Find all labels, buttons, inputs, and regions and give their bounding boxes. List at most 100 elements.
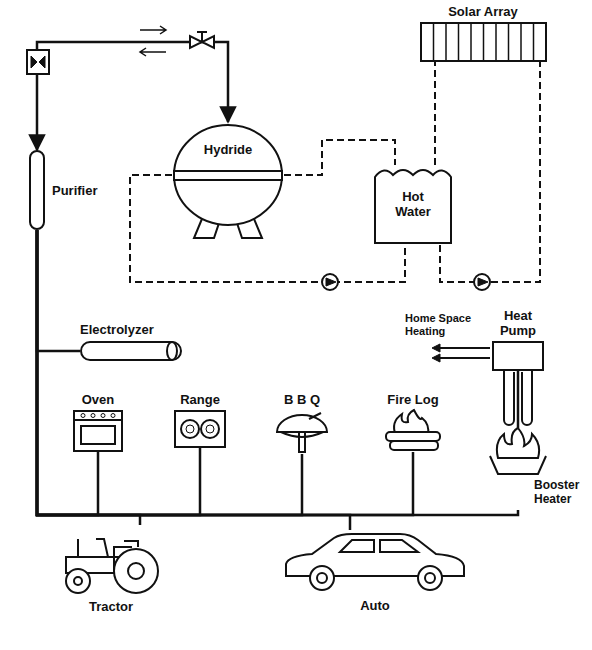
bbq-post xyxy=(299,432,305,452)
solar-cell-divider xyxy=(507,23,509,61)
heating-duct-line xyxy=(440,348,490,358)
oven-window xyxy=(81,426,115,444)
oven-body xyxy=(74,411,122,451)
check-valve-box xyxy=(27,50,49,74)
bbq-bowl xyxy=(281,432,323,437)
hydrogen-line xyxy=(37,230,80,351)
wheel-hub xyxy=(317,573,327,583)
node-label: Solar Array xyxy=(448,4,518,19)
range-burner xyxy=(201,420,219,438)
auto-vehicle-icon xyxy=(282,530,468,594)
solar-array: Solar Array xyxy=(418,4,548,62)
range-appliance-icon xyxy=(174,410,226,448)
node-label: Auto xyxy=(360,598,390,613)
node-label: Hydride xyxy=(178,142,278,157)
hydrogen-line xyxy=(37,230,302,515)
node-label: Heat Pump xyxy=(488,308,548,338)
cylinder-end xyxy=(167,342,177,360)
car-window xyxy=(340,540,418,552)
car-wheel xyxy=(310,566,334,590)
pump-arrow xyxy=(326,278,336,286)
solar-array-icon xyxy=(420,22,547,62)
range-body xyxy=(175,411,225,447)
range-appliance: Range xyxy=(172,392,228,448)
oven-knob xyxy=(81,414,85,418)
water-loop-line xyxy=(284,140,395,175)
tractor-rear-wheel xyxy=(114,549,158,593)
solar-cell-divider xyxy=(482,23,484,61)
hydride-tank-outline xyxy=(172,122,284,240)
oven-panel-line xyxy=(74,419,122,421)
solar-cell-divider xyxy=(457,23,459,61)
heat-pump-icon xyxy=(492,341,544,371)
hydrogen-line xyxy=(37,230,98,515)
solar-cell-divider xyxy=(432,23,434,61)
node-label: Hot Water xyxy=(385,189,441,219)
pump-symbol xyxy=(322,274,338,290)
tank-band xyxy=(174,171,282,180)
tank-shell xyxy=(174,125,282,225)
tractor-steering xyxy=(96,539,108,557)
purifier-cylinder xyxy=(30,151,44,229)
purifier-icon xyxy=(28,150,46,230)
burner-flame xyxy=(497,428,539,458)
fire-log-wood xyxy=(390,441,438,450)
heat-pump: Heat Pump xyxy=(488,308,548,371)
electrolyzer-icon xyxy=(80,340,184,362)
hydrogen-line xyxy=(37,230,350,530)
flow-arrow xyxy=(140,48,166,56)
solar-cell-divider xyxy=(520,23,522,61)
booster-heater: Booster Heater xyxy=(482,428,588,510)
water-loop-line xyxy=(434,62,436,165)
heating-arrow xyxy=(432,344,440,362)
node-label: Booster Heater xyxy=(534,478,588,506)
wheel-hub xyxy=(425,573,435,583)
node-label: Range xyxy=(180,392,220,407)
booster-heater-icon xyxy=(482,428,586,478)
node-label: B B Q xyxy=(284,392,320,407)
solar-cell-divider xyxy=(445,23,447,61)
electrolyzer-cylinder xyxy=(81,342,181,360)
bbq-appliance: B B Q xyxy=(272,392,332,454)
oven-knob xyxy=(91,414,95,418)
solar-cell-divider xyxy=(470,23,472,61)
solar-panel-frame xyxy=(421,23,546,61)
hydrogen-line xyxy=(37,230,518,515)
fire-log-icon xyxy=(382,410,444,452)
oven-appliance-icon xyxy=(73,410,123,452)
node-label: Tractor xyxy=(89,599,133,614)
solar-cell-divider xyxy=(532,23,534,61)
check-valve-symbol xyxy=(31,56,45,68)
auto-vehicle: Auto xyxy=(280,530,470,613)
wheel-hub xyxy=(74,577,82,585)
tractor-seat xyxy=(124,541,138,547)
range-burner-inner xyxy=(186,425,194,433)
wheel-hub xyxy=(128,563,144,579)
node-label: Purifier xyxy=(52,183,98,198)
range-burner xyxy=(181,420,199,438)
oven-knob xyxy=(111,414,115,418)
hot-water-tank: Hot Water xyxy=(373,165,453,245)
hydrogen-line xyxy=(37,230,200,515)
annotation-label: Home Space Heating xyxy=(405,312,485,338)
hydrogen-line xyxy=(37,230,140,525)
burner-bowl xyxy=(490,456,546,474)
hydrogen-line xyxy=(517,371,520,428)
solar-cell-divider xyxy=(495,23,497,61)
hydrogen-line xyxy=(37,230,413,515)
electrolyzer: Electrolyzer xyxy=(80,322,190,362)
purifier: Purifier xyxy=(28,150,118,230)
node-label: Electrolyzer xyxy=(80,322,154,337)
valve-stem xyxy=(197,32,207,42)
node-label: Fire Log xyxy=(387,392,438,407)
tractor-vehicle-icon xyxy=(58,525,164,595)
pump-arrow xyxy=(478,278,488,286)
tractor-front-wheel xyxy=(66,569,90,593)
pump-symbol xyxy=(474,274,490,290)
fire-log-wood xyxy=(386,432,440,441)
flow-arrow xyxy=(140,26,166,34)
water-loop-line xyxy=(440,62,540,282)
bbq-appliance-icon xyxy=(273,410,331,454)
fire-log: Fire Log xyxy=(380,392,446,452)
oven-appliance: Oven xyxy=(70,392,126,452)
